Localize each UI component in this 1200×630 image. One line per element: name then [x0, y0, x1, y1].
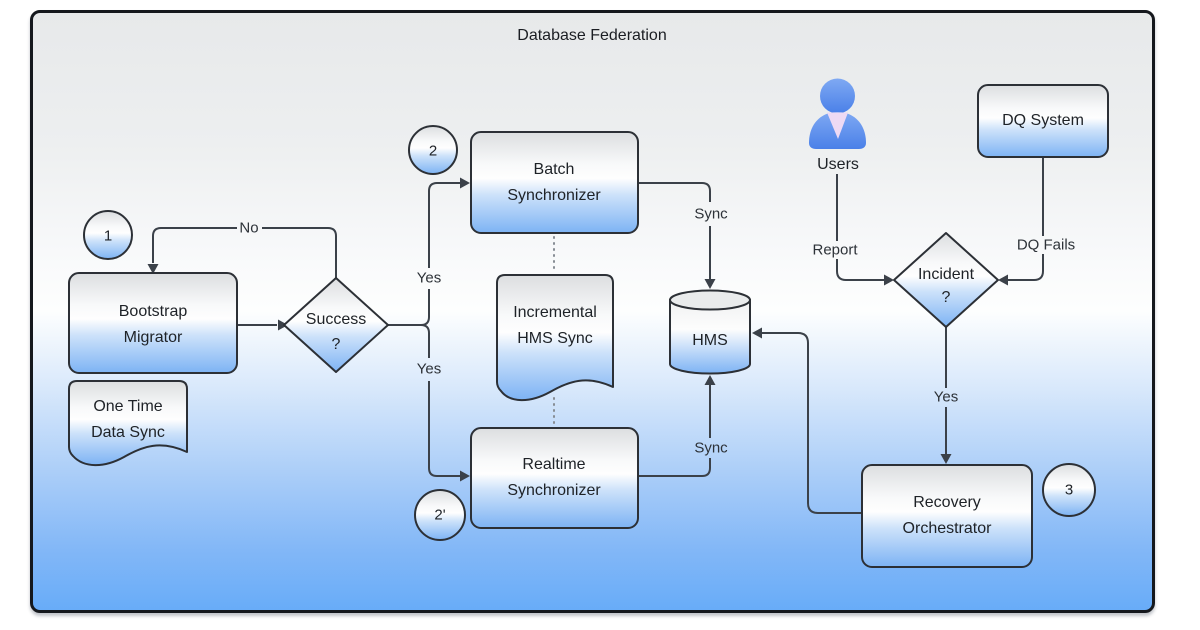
one-time-data-sync-label: One Time Data Sync [91, 398, 165, 441]
edge-bootstrap-to-success [237, 319, 288, 331]
incremental-hms-sync-document [496, 274, 614, 402]
diagram-title: Database Federation [517, 27, 667, 44]
bootstrap-migrator-label: Bootstrap Migrator [118, 303, 188, 346]
arrowhead-no [147, 264, 159, 274]
arrowhead-sync-realtime [704, 375, 716, 385]
arrowhead-report [884, 274, 894, 286]
step-circle-1 [83, 210, 133, 260]
incident-decision-label: Incident ? [917, 266, 975, 306]
hms-cylinder-top [669, 289, 751, 311]
step-2-label: 2 [428, 142, 438, 160]
edge-recovery-to-hms [752, 327, 862, 514]
edge-yes-top-label: Yes [416, 269, 442, 287]
edge-sync-realtime-to-hms [638, 375, 716, 477]
edge-sync-batch-to-hms [638, 182, 716, 289]
success-decision-diamond [283, 277, 389, 373]
arrowhead-sync-batch [704, 279, 716, 289]
edge-no-label: No [239, 219, 259, 237]
dq-system-node [977, 84, 1109, 158]
arrowhead-dq-fails [998, 274, 1008, 286]
step-circle-2-prime [414, 489, 466, 541]
one-time-data-sync-document [68, 380, 188, 467]
users-label: Users [817, 156, 859, 173]
edge-report-label: Report [812, 241, 858, 259]
recovery-orchestrator-label: Recovery Orchestrator [902, 494, 992, 537]
realtime-synchronizer-node [470, 427, 639, 529]
edge-sync-top-label: Sync [694, 205, 728, 223]
person-collar [827, 112, 848, 139]
dq-system-label: DQ System [1002, 112, 1084, 129]
recovery-orchestrator-node [861, 464, 1033, 568]
step-1-label: 1 [103, 227, 113, 245]
hms-database-cylinder [669, 289, 751, 375]
incident-decision-diamond [893, 232, 999, 328]
step-circle-2 [408, 125, 458, 175]
hms-label: HMS [692, 332, 728, 349]
arrowhead-yes-recovery [940, 454, 952, 464]
edge-no [147, 227, 337, 278]
arrowhead-recovery-hms [752, 327, 762, 339]
batch-synchronizer-node [470, 131, 639, 234]
edge-yes-to-recovery [940, 327, 952, 464]
edge-yes-bottom-label: Yes [416, 360, 442, 378]
edge-yes-recovery-label: Yes [933, 388, 959, 406]
bootstrap-migrator-node [68, 272, 238, 374]
incremental-hms-sync-label: Incremental HMS Sync [513, 304, 597, 347]
realtime-synchronizer-label: Realtime Synchronizer [507, 456, 601, 499]
edge-dq-fails-label: DQ Fails [1016, 236, 1076, 254]
success-decision-label: Success ? [305, 311, 367, 353]
edge-dq-fails-to-incident [998, 157, 1044, 286]
edge-yes-to-batch [388, 177, 470, 326]
edge-sync-bottom-label: Sync [694, 439, 728, 457]
edge-yes-to-realtime [420, 324, 470, 482]
arrowhead-yes-realtime [460, 470, 470, 482]
users-person-icon [809, 78, 866, 149]
step-circle-3 [1042, 463, 1096, 517]
person-head [820, 78, 855, 114]
edge-report-users-to-incident [836, 174, 894, 286]
batch-synchronizer-label: Batch Synchronizer [507, 161, 601, 204]
step-2-prime-label: 2' [434, 506, 446, 524]
step-3-label: 3 [1064, 481, 1074, 499]
arrowhead-yes-batch [460, 177, 470, 189]
